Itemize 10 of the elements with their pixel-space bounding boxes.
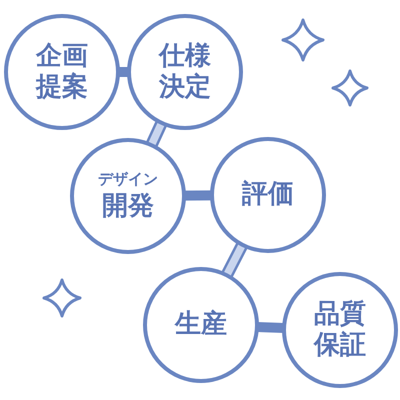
node-label: 仕様決定 [158,40,212,104]
node-label: 生産 [174,309,228,341]
node-label: 品質保証 [312,298,367,362]
connector [118,67,129,77]
node-subtitle: デザイン [98,170,158,189]
node-label: 開発 [102,190,154,222]
connector [184,190,212,201]
connector [256,322,284,333]
node-label: 評価 [240,179,295,211]
node-label: 企画提案 [34,40,89,104]
